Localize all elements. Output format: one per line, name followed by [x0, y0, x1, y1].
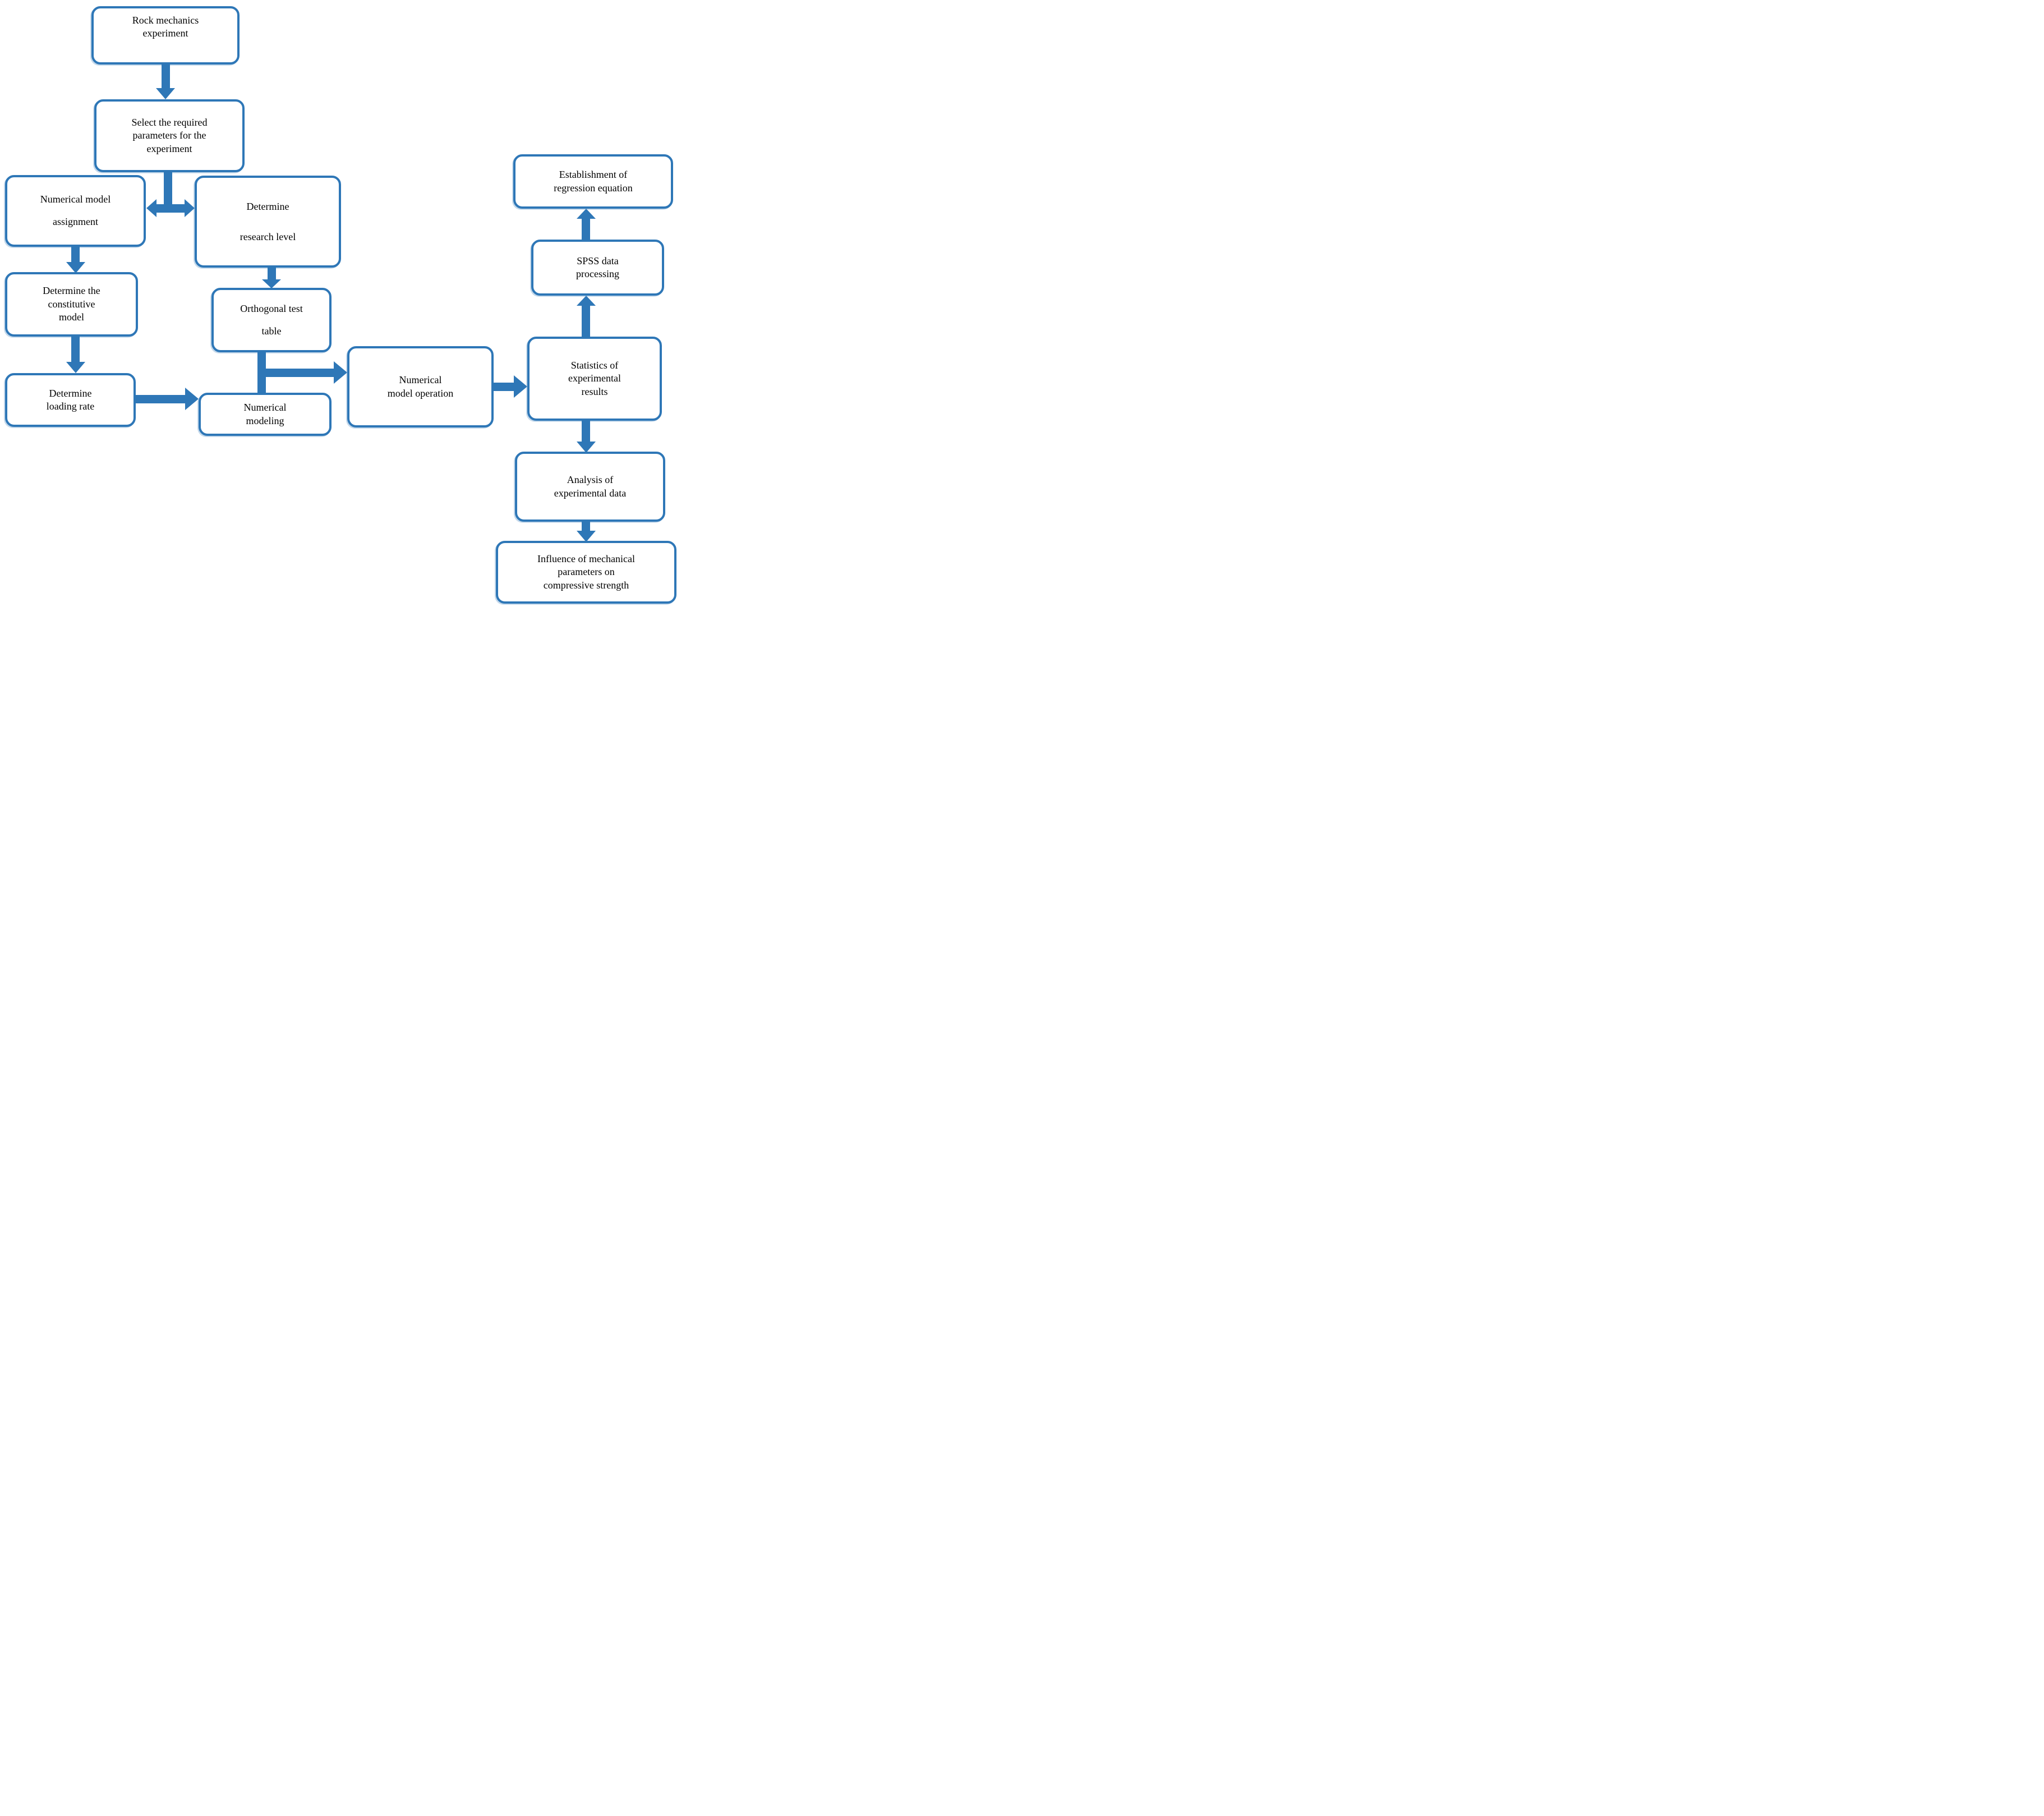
- node-numerical-modeling: Numerical modeling: [199, 393, 332, 436]
- arrow-rock-to-select-stem: [162, 65, 170, 88]
- arrow-statistics-to-analysis-stem: [582, 421, 590, 442]
- arrow-constitutive-to-loading-stem: [71, 337, 80, 362]
- arrow-assignment-to-constitutive-stem: [71, 247, 80, 262]
- node-establishment-of-regression-equation: Establishment of regression equation: [513, 154, 673, 209]
- arrow-analysis-to-influence-head-icon: [577, 531, 596, 542]
- flowchart-canvas: Rock mechanics experiment Select the req…: [0, 0, 682, 605]
- arrow-to-determine-research-level-head-icon: [185, 199, 195, 217]
- arrow-loading-to-modeling-head-icon: [185, 388, 199, 410]
- arrow-rock-to-select-head-icon: [156, 88, 175, 99]
- node-statistics-of-experimental-results: Statistics of experimental results: [527, 337, 662, 421]
- arrow-analysis-to-influence-stem: [582, 522, 590, 531]
- arrow-to-numerical-model-assignment-head-icon: [146, 199, 156, 217]
- arrow-loading-to-modeling-stem: [136, 395, 185, 403]
- arrow-select-split-stem: [164, 172, 172, 204]
- node-spss-data-processing: SPSS data processing: [531, 240, 664, 296]
- arrow-research-to-orthogonal-stem: [268, 268, 276, 279]
- node-rock-mechanics-experiment: Rock mechanics experiment: [91, 6, 240, 65]
- arrow-operation-to-statistics-head-icon: [514, 375, 527, 398]
- arrow-spss-to-establishment-head-icon: [577, 209, 596, 219]
- arrow-assignment-to-constitutive-head-icon: [66, 262, 85, 273]
- arrow-orthogonal-to-operation-bar: [257, 369, 334, 377]
- node-select-required-parameters: Select the required parameters for the e…: [94, 99, 245, 172]
- arrow-spss-to-establishment-stem: [582, 219, 590, 240]
- arrow-statistics-to-spss-stem: [582, 306, 590, 337]
- arrow-statistics-to-spss-head-icon: [577, 296, 596, 306]
- arrow-statistics-to-analysis-head-icon: [577, 442, 596, 453]
- node-orthogonal-test-table: Orthogonal test table: [211, 288, 332, 352]
- arrow-research-to-orthogonal-head-icon: [262, 279, 281, 288]
- arrow-constitutive-to-loading-head-icon: [66, 362, 85, 373]
- arrow-orthogonal-to-operation-head-icon: [334, 361, 347, 384]
- arrow-select-split-bar: [156, 204, 185, 213]
- node-determine-research-level: Determine research level: [195, 176, 341, 268]
- node-determine-loading-rate: Determine loading rate: [5, 373, 136, 427]
- node-analysis-of-experimental-data: Analysis of experimental data: [515, 452, 665, 522]
- node-determine-constitutive-model: Determine the constitutive model: [5, 272, 138, 337]
- node-influence-of-mechanical-parameters: Influence of mechanical parameters on co…: [496, 541, 676, 604]
- node-numerical-model-operation: Numerical model operation: [347, 346, 494, 427]
- arrow-operation-to-statistics-stem: [494, 383, 514, 391]
- node-numerical-model-assignment: Numerical model assignment: [5, 175, 146, 247]
